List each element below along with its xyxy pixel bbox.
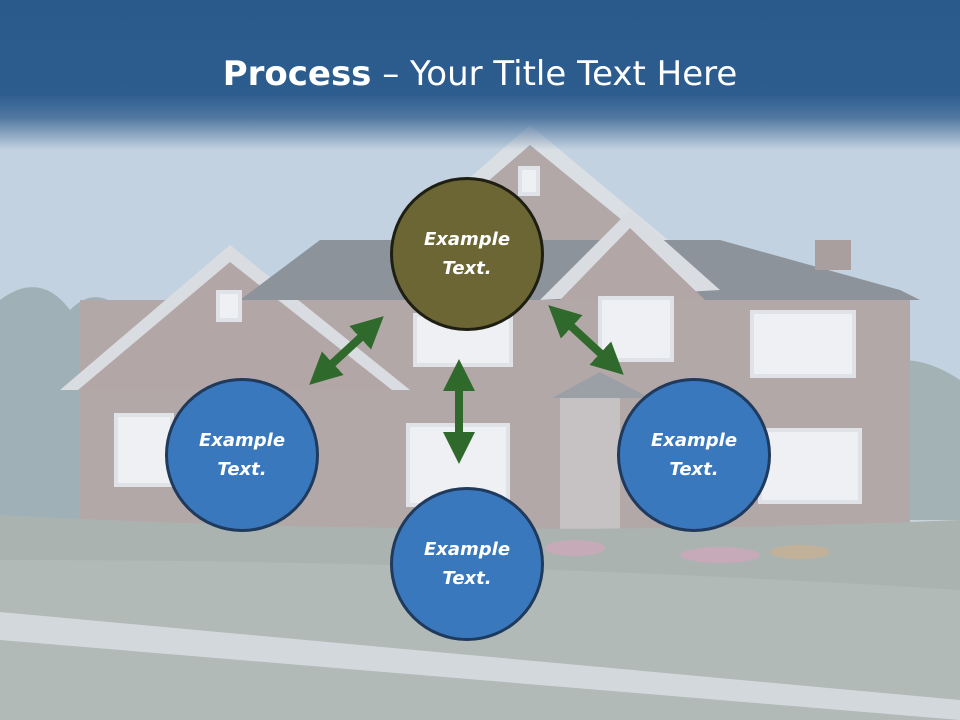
slide-title-bold: Process [222, 54, 372, 94]
slide-title[interactable]: Process – Your Title Text Here [0, 52, 960, 96]
node-bottom-label: Example Text. [423, 539, 511, 589]
node-bottom[interactable]: Example Text. [390, 487, 544, 641]
node-center[interactable]: Example Text. [390, 177, 544, 331]
node-right-label: Example Text. [650, 430, 738, 480]
title-banner [0, 0, 960, 150]
node-right[interactable]: Example Text. [617, 378, 771, 532]
node-left-label: Example Text. [198, 430, 286, 480]
node-left[interactable]: Example Text. [165, 378, 319, 532]
slide-title-rest: – Your Title Text Here [371, 54, 738, 94]
node-center-label: Example Text. [423, 229, 511, 279]
